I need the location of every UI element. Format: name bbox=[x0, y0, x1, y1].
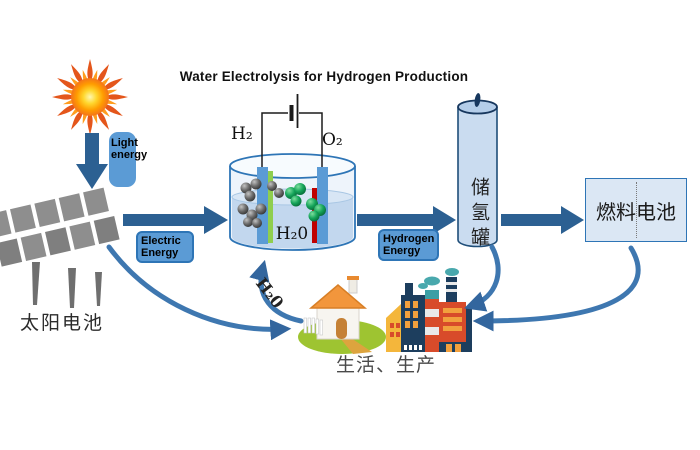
hydrogen-molecules-icon bbox=[237, 178, 284, 228]
light-energy-arrow bbox=[76, 133, 108, 189]
solar-to-use-curved-arrow bbox=[106, 244, 292, 341]
curved-arrows bbox=[106, 244, 641, 341]
storage-tank-label: 储氢罐 bbox=[468, 177, 490, 252]
solar-panel-icon bbox=[0, 185, 122, 308]
storage-tank-icon bbox=[457, 93, 498, 248]
electric-energy-badge: Electric Energy bbox=[136, 231, 194, 263]
sun-icon bbox=[52, 59, 128, 135]
tank-valve-icon bbox=[474, 93, 481, 107]
block-arrows bbox=[76, 133, 584, 234]
fence-icon bbox=[303, 317, 323, 336]
light-energy-badge: Light energy bbox=[109, 132, 147, 187]
house-icon bbox=[298, 276, 386, 354]
electric-energy-arrow bbox=[123, 206, 228, 234]
water-return-curved-arrow bbox=[249, 259, 304, 324]
solar-cell-label: 太阳电池 bbox=[20, 312, 105, 334]
tank-to-factory-curved-arrow bbox=[464, 244, 501, 312]
hydrogen-gas-label: H₂ bbox=[231, 124, 253, 144]
hydrogen-energy-badge: Hydrogen Energy bbox=[378, 229, 440, 261]
fuel-cell-label: 燃料电池 bbox=[596, 199, 676, 224]
hydrogen-energy-arrow bbox=[357, 206, 456, 234]
electrolysis-beaker-icon bbox=[229, 153, 356, 251]
battery-circuit-icon bbox=[261, 94, 323, 167]
tank-to-fuelcell-arrow bbox=[501, 206, 584, 234]
diagram-title: Water Electrolysis for Hydrogen Producti… bbox=[179, 69, 469, 84]
oxygen-molecules-icon bbox=[285, 183, 326, 222]
fuel-cell-box: 燃料电池 bbox=[585, 178, 687, 242]
life-production-label: 生活、生产 bbox=[336, 354, 437, 376]
fuel-cell-divider bbox=[636, 182, 637, 238]
factory-icon bbox=[386, 268, 472, 352]
oxygen-gas-label: O₂ bbox=[322, 130, 343, 150]
fuelcell-to-factory-curved-arrow bbox=[472, 245, 641, 332]
water-in-tank-label: H₂0 bbox=[275, 224, 309, 244]
